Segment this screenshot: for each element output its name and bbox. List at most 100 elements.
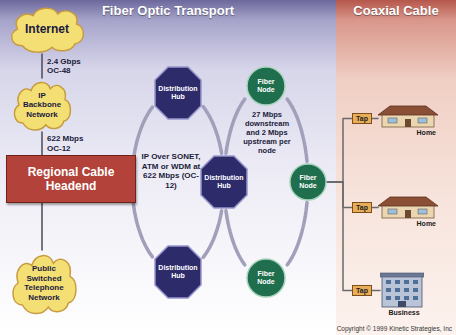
ring-note: 27 Mbps downstream and 2 Mbps upstream p… bbox=[242, 110, 292, 155]
hub-octagon: Distribution Hub bbox=[200, 155, 248, 209]
tap-box: Tap bbox=[352, 202, 372, 213]
building-window bbox=[404, 280, 409, 284]
text-holder: Tap bbox=[353, 286, 371, 295]
tap-label: Tap bbox=[356, 203, 368, 212]
building-window bbox=[404, 288, 409, 292]
hub-octagon: Distribution Hub bbox=[154, 245, 202, 299]
octagon-shape bbox=[155, 67, 201, 119]
text-holder: Fiber Node bbox=[246, 66, 286, 106]
text-holder: Distribution Hub bbox=[200, 155, 248, 209]
home-label: Home bbox=[378, 219, 436, 228]
text-holder: Distribution Hub bbox=[154, 66, 202, 120]
connector-line bbox=[203, 211, 221, 258]
telephone-cloud: Public Switched Telephone Network bbox=[8, 250, 80, 316]
cloud-label: Public Switched Telephone Network bbox=[18, 264, 70, 302]
text-holder: Home bbox=[378, 128, 444, 137]
building-roof bbox=[380, 273, 424, 277]
business-label: Business bbox=[380, 308, 428, 317]
fiber-node-circle: Fiber Node bbox=[246, 258, 286, 298]
link-rate-label: 622 Mbps OC-12 bbox=[47, 134, 93, 153]
building-window bbox=[413, 280, 418, 284]
connector-line bbox=[41, 132, 43, 155]
tap-box: Tap bbox=[352, 113, 372, 124]
building-window bbox=[395, 296, 400, 300]
connector-line bbox=[372, 207, 378, 209]
circle-shape bbox=[247, 67, 285, 105]
building-window bbox=[413, 288, 418, 292]
house-drawing bbox=[378, 104, 440, 128]
section-heading: Fiber Optic Transport bbox=[0, 3, 336, 19]
copyright-note: Copyright © 1999 Kinetic Strategies, Inc bbox=[337, 325, 452, 333]
cloud-label: IP Backbone Network bbox=[19, 91, 65, 120]
business-icon: Business bbox=[380, 270, 428, 320]
home-icon: Home bbox=[378, 195, 444, 229]
house-window bbox=[388, 118, 397, 123]
hub-label: Distribution Hub bbox=[157, 264, 199, 281]
building-window bbox=[395, 288, 400, 292]
text-holder: Tap bbox=[353, 203, 371, 212]
building-wall bbox=[382, 276, 422, 307]
house-window bbox=[388, 209, 397, 214]
box-label: Regional Cable Headend bbox=[13, 165, 129, 193]
circle-shape bbox=[290, 164, 326, 200]
building-window bbox=[395, 280, 400, 284]
building-window bbox=[413, 296, 418, 300]
text-holder: Tap bbox=[353, 114, 371, 123]
building-window bbox=[386, 288, 391, 292]
headend-box: Regional Cable Headend bbox=[6, 155, 136, 203]
connector-line bbox=[327, 182, 352, 208]
tap-label: Tap bbox=[356, 114, 368, 123]
house-door bbox=[405, 119, 411, 127]
fiber-node-circle: Fiber Node bbox=[289, 163, 327, 201]
ring-note: IP Over SONET, ATM or WDM at 622 Mbps (O… bbox=[140, 152, 202, 190]
fiber-node-label: Fiber Node bbox=[249, 78, 283, 95]
connector-line bbox=[287, 203, 307, 265]
connector-line bbox=[226, 211, 245, 265]
connector-line bbox=[327, 119, 352, 183]
house-roof bbox=[378, 197, 438, 206]
building-window bbox=[386, 280, 391, 284]
text-holder: Business bbox=[380, 308, 428, 317]
fiber-node-label: Fiber Node bbox=[249, 270, 283, 287]
connector-line bbox=[203, 107, 221, 154]
house-wall bbox=[382, 205, 434, 218]
circle-shape bbox=[247, 259, 285, 297]
fiber-node-circle: Fiber Node bbox=[246, 66, 286, 106]
text-holder: Public Switched Telephone Network bbox=[8, 250, 80, 316]
connector-line bbox=[372, 290, 380, 292]
connector-line bbox=[372, 118, 378, 120]
house-window bbox=[418, 118, 427, 123]
house-wall bbox=[382, 114, 434, 127]
cloud-label: Internet bbox=[25, 22, 69, 36]
building-window bbox=[404, 296, 409, 300]
hub-label: Distribution Hub bbox=[203, 174, 245, 191]
building-door bbox=[398, 301, 406, 307]
text-holder: Distribution Hub bbox=[154, 245, 202, 299]
cloud-shape bbox=[12, 8, 84, 52]
connector-line bbox=[41, 203, 43, 250]
house-door bbox=[405, 210, 411, 218]
text-holder: Fiber Node bbox=[289, 163, 327, 201]
house-window bbox=[418, 209, 427, 214]
connector-line bbox=[226, 99, 245, 153]
octagon-shape bbox=[155, 246, 201, 298]
text-holder: Fiber Node bbox=[246, 258, 286, 298]
link-rate-label: 2.4 Gbps OC-48 bbox=[47, 57, 93, 76]
section-heading: Coaxial Cable bbox=[336, 3, 456, 19]
text-holder: Internet bbox=[6, 4, 88, 54]
tap-label: Tap bbox=[356, 286, 368, 295]
house-drawing bbox=[378, 195, 440, 219]
octagon-shape bbox=[201, 156, 247, 208]
building-drawing bbox=[380, 270, 424, 308]
hub-octagon: Distribution Hub bbox=[154, 66, 202, 120]
home-label: Home bbox=[378, 128, 436, 137]
tap-box: Tap bbox=[352, 285, 372, 296]
text-holder: IP Backbone Network bbox=[10, 78, 74, 132]
backbone-cloud: IP Backbone Network bbox=[10, 78, 74, 132]
building-window bbox=[386, 296, 391, 300]
connector-line bbox=[287, 99, 307, 161]
fiber-node-label: Fiber Node bbox=[292, 174, 324, 191]
internet-cloud: Internet bbox=[6, 4, 88, 54]
connector-line bbox=[327, 182, 352, 291]
